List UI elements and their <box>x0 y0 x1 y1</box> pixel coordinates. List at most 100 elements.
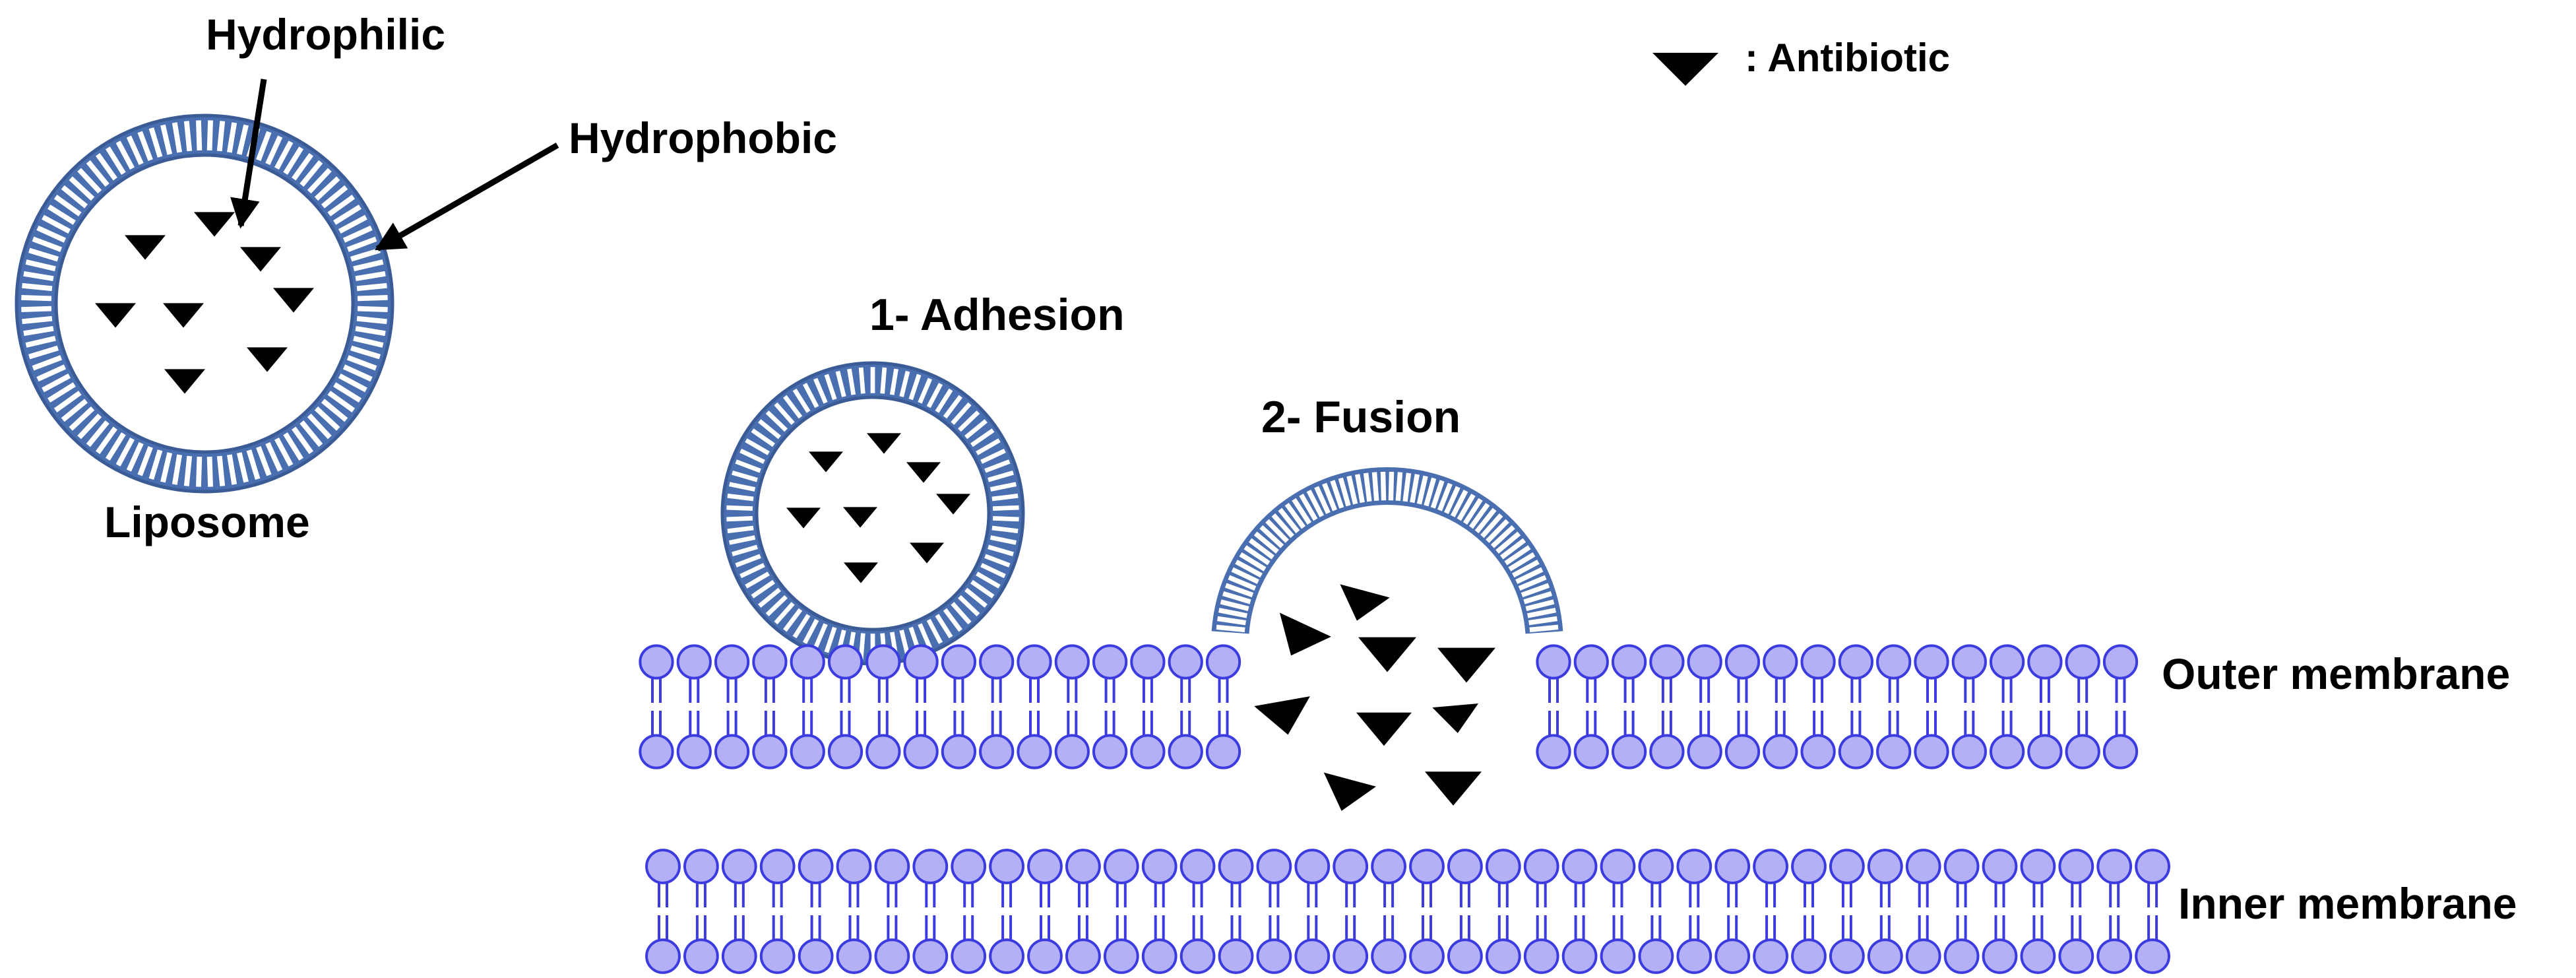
lipid-stripe <box>732 544 758 556</box>
antibiotic-triangle <box>844 562 878 583</box>
lipid-stripe <box>32 236 63 252</box>
lipid-stripe <box>1410 474 1420 504</box>
lipid-stripe <box>783 608 803 632</box>
lipid-head <box>645 849 681 884</box>
lipid-head <box>683 938 719 974</box>
hydrophilic-arrow <box>230 79 267 229</box>
liposome-fusion-cap <box>1211 467 1563 634</box>
lipid-head <box>1982 849 2018 884</box>
lipid-stripe <box>758 419 781 440</box>
lipid-stripe <box>1528 616 1557 626</box>
antibiotic-triangle <box>125 235 166 260</box>
lipid-stripe <box>1490 525 1515 548</box>
lipid-stripe <box>350 247 381 262</box>
lipid-head <box>903 644 939 680</box>
antibiotic-triangle <box>164 369 205 394</box>
lipid-stripe <box>356 282 387 292</box>
lipid-head <box>1256 849 1292 884</box>
lipid-stripe <box>105 147 126 175</box>
lipid-stripe <box>283 432 304 461</box>
lipid-head <box>1876 644 1912 680</box>
lipid-head <box>639 644 674 680</box>
lipid-stripe <box>783 395 803 419</box>
lipid-head <box>2065 644 2100 680</box>
lipid-stripe <box>1474 507 1497 534</box>
lipid-stripe <box>86 420 110 447</box>
lipid-stripe <box>346 355 377 371</box>
lipid-stripe <box>357 306 388 312</box>
lipid-head <box>827 644 864 680</box>
antibiotic-triangle <box>1425 771 1482 806</box>
lipid-head <box>1333 938 1369 974</box>
lipid-head <box>1905 849 1941 884</box>
lipid-stripe <box>991 525 1019 534</box>
lipid-head <box>1600 938 1636 974</box>
lipid-head <box>1205 734 1241 769</box>
lipid-stripe <box>1355 474 1365 504</box>
lipid-stripe <box>338 214 367 234</box>
lipid-stripe <box>1486 519 1509 543</box>
lipid-head <box>2058 849 2094 884</box>
lipid-head <box>1027 849 1063 884</box>
lipid-head <box>1092 734 1128 769</box>
antibiotic-triangle <box>1432 703 1479 733</box>
lipid-stripe <box>42 214 71 234</box>
lipid-stripe <box>256 445 272 476</box>
lipid-stripe <box>256 131 272 162</box>
lipid-stripe <box>758 587 781 608</box>
lipid-head <box>1838 734 1874 769</box>
antibiotic-triangle <box>843 507 877 528</box>
antibiotic-triangle <box>163 303 204 328</box>
lipid-stripe <box>1217 616 1246 626</box>
lipid-stripe <box>751 579 775 599</box>
lipid-head <box>1103 849 1139 884</box>
lipid-stripe <box>338 374 367 393</box>
antibiotic-triangle <box>867 433 901 454</box>
lipid-stripe <box>935 614 953 639</box>
lipid-head <box>714 734 750 769</box>
lipid-stripe <box>307 168 332 194</box>
lipid-head <box>912 849 949 884</box>
hydrophilic-label: Hydrophilic <box>206 10 445 59</box>
lipid-stripe <box>1243 545 1271 566</box>
lipid-stripe <box>1495 531 1521 554</box>
lipid-stripe <box>964 587 988 608</box>
outer-membrane-label: Outer membrane <box>2162 649 2510 698</box>
lipid-head <box>714 644 750 680</box>
antibiotic-legend-icon <box>1652 53 1718 86</box>
lipid-stripe <box>984 459 1011 473</box>
lipid-head <box>1829 849 1865 884</box>
lipid-stripe <box>1444 486 1461 515</box>
lipid-stripe <box>292 426 313 455</box>
lipid-stripe <box>992 505 1019 511</box>
lipid-stripe <box>1253 531 1279 554</box>
lipid-head <box>1676 938 1712 974</box>
lipid-stripe <box>350 345 381 360</box>
lipid-stripe <box>1504 545 1531 566</box>
lipid-stripe <box>988 471 1014 482</box>
lipid-head <box>1179 938 1216 974</box>
lipid-stripe <box>126 441 144 472</box>
lipid-stripe <box>735 459 761 473</box>
lipid-stripe <box>1231 567 1259 584</box>
lipid-stripe <box>951 402 972 425</box>
lipid-stripe <box>765 410 788 432</box>
antibiotic-triangle <box>1437 647 1495 683</box>
lipid-stripe <box>36 225 67 243</box>
lipid-stripe <box>1220 599 1249 612</box>
lipid-stripe <box>765 595 788 617</box>
lipid-stripe <box>739 563 765 579</box>
antibiotic-triangle <box>1358 637 1416 672</box>
lipid-stripe <box>61 399 88 422</box>
lipid-stripe <box>988 544 1014 556</box>
lipid-stripe <box>1468 502 1490 529</box>
lipid-head <box>1982 938 2018 974</box>
lipid-head <box>865 734 901 769</box>
lipid-stripe <box>172 122 183 153</box>
lipid-stripe <box>25 259 56 272</box>
liposome-label: Liposome <box>104 498 310 546</box>
lipid-stripe <box>274 437 294 467</box>
lipid-head <box>1141 849 1178 884</box>
antibiotic-triangle <box>1356 712 1412 746</box>
lipid-stripe <box>22 315 53 325</box>
